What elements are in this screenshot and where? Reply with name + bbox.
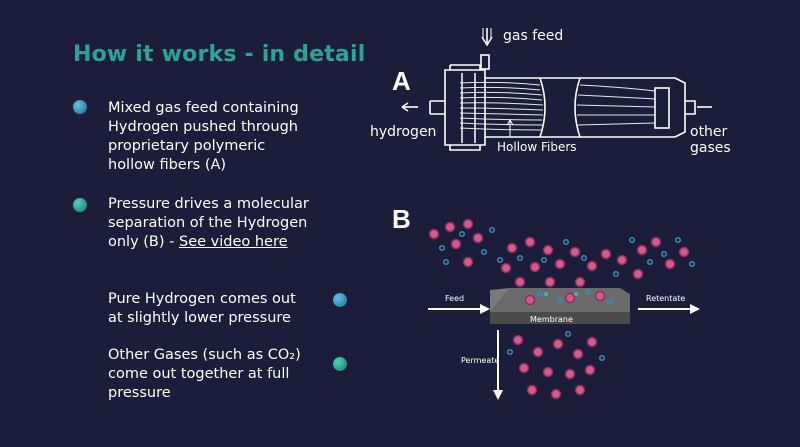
other-gases-line-1: other	[690, 124, 728, 140]
bullet-4-line-1: Other Gases (such as CO₂)	[108, 347, 301, 363]
permeate-label: Permeate	[461, 356, 500, 365]
bullet-text-3: Pure Hydrogen comes out at slightly lowe…	[108, 290, 296, 328]
bullet-3-line-2: at slightly lower pressure	[108, 310, 291, 326]
diagram-b-label: B	[392, 204, 411, 234]
bullet-1-line-3: proprietary polymeric	[108, 138, 266, 154]
other-gases-label: other gases	[690, 124, 731, 156]
bullet-1-line-2: Hydrogen pushed through	[108, 119, 298, 135]
page-title: How it works - in detail	[73, 42, 366, 67]
bullet-dot-3	[333, 293, 347, 307]
hollow-fiber-module-diagram	[401, 28, 712, 151]
membrane-label: Membrane	[530, 315, 573, 324]
bullet-text-2: Pressure drives a molecular separation o…	[108, 195, 309, 252]
diagram-a-label: A	[392, 66, 411, 96]
bullet-3-line-1: Pure Hydrogen comes out	[108, 291, 296, 307]
bullet-dot-2	[73, 198, 87, 212]
bullet-2-line-1: Pressure drives a molecular	[108, 196, 309, 212]
membrane-separation-diagram	[428, 218, 700, 400]
bullet-2-line-2: separation of the Hydrogen	[108, 215, 308, 231]
bullet-1-line-4: hollow fibers (A)	[108, 157, 227, 173]
bullet-1-line-1: Mixed gas feed containing	[108, 100, 299, 116]
bullet-2-line-3: only (B) - See video here	[108, 233, 309, 252]
gas-feed-label: gas feed	[503, 28, 564, 44]
hollow-fibers-label: Hollow Fibers	[497, 140, 577, 154]
feed-label: Feed	[445, 294, 465, 303]
bullet-4-line-2: come out together at full	[108, 366, 290, 382]
bullet-text-1: Mixed gas feed containing Hydrogen pushe…	[108, 99, 299, 175]
bullet-4-line-3: pressure	[108, 385, 171, 401]
bullet-dot-1	[73, 100, 87, 114]
see-video-link[interactable]: See video here	[179, 234, 288, 250]
other-gases-line-2: gases	[690, 140, 731, 156]
hydrogen-label: hydrogen	[370, 124, 437, 140]
bullet-dot-4	[333, 357, 347, 371]
large-molecules	[428, 218, 690, 400]
small-molecules	[438, 226, 696, 362]
bullet-2-prefix: only (B) -	[108, 234, 179, 250]
bullet-text-4: Other Gases (such as CO₂) come out toget…	[108, 346, 301, 403]
retentate-label: Retentate	[646, 294, 686, 303]
